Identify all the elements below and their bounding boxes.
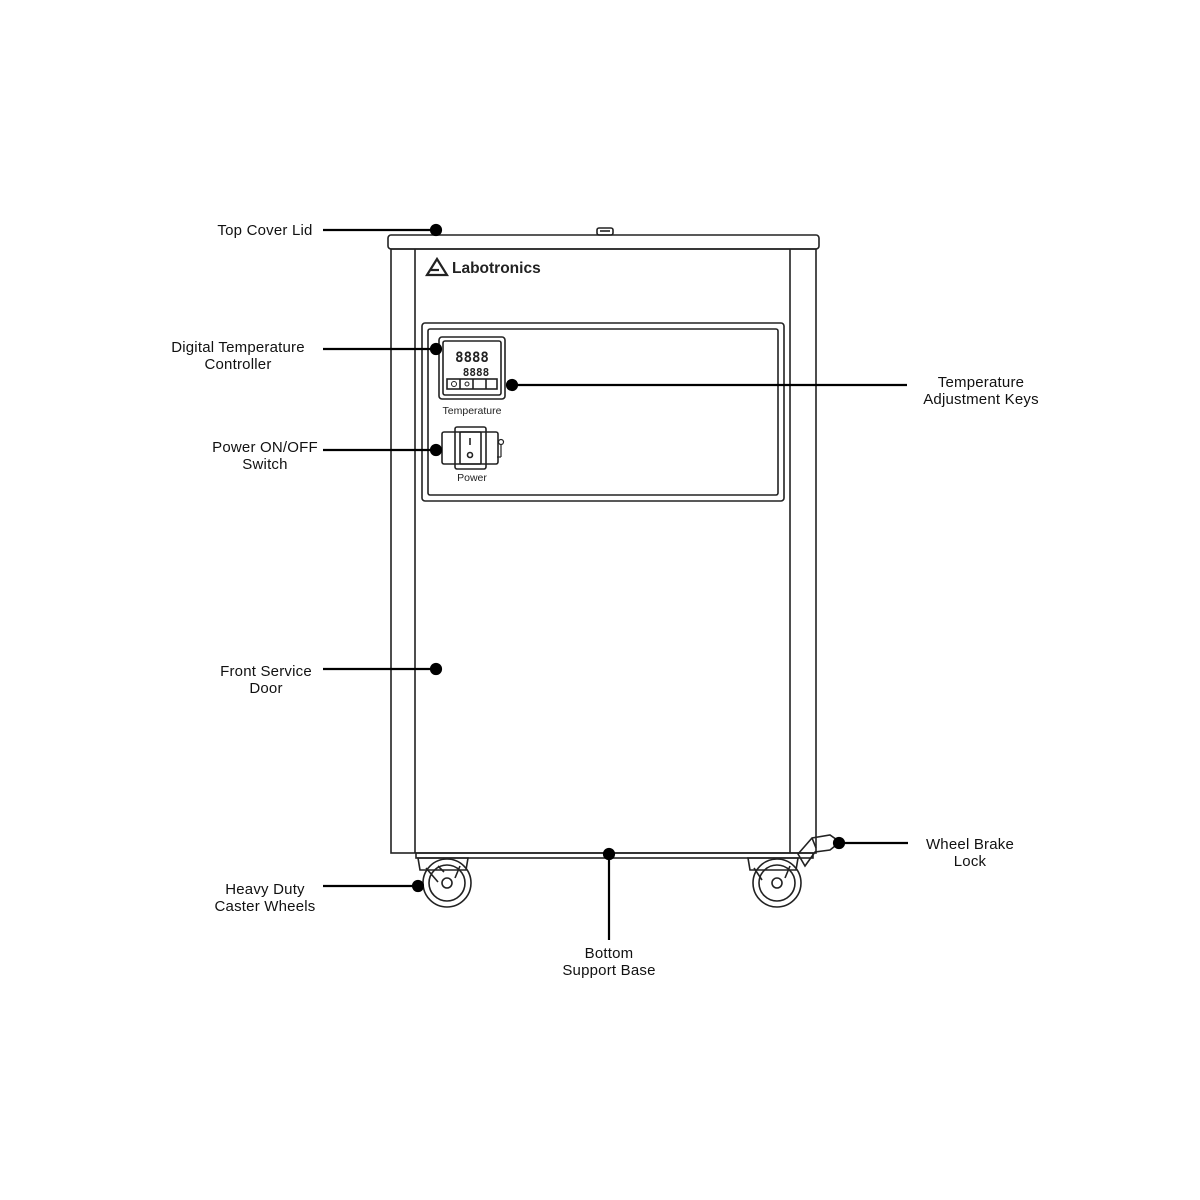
top-cover-lid xyxy=(387,234,820,250)
switch-caption: Power xyxy=(457,472,487,484)
leader-front-service-door xyxy=(323,662,443,676)
triangle-logo-icon xyxy=(425,256,449,277)
label-caster-wheels: Heavy Duty Caster Wheels xyxy=(214,881,316,915)
power-switch-housing xyxy=(441,431,499,465)
right-caster-wheel xyxy=(747,857,802,908)
temperature-controller xyxy=(438,336,506,400)
label-bottom-support-base: Bottom Support Base xyxy=(562,945,656,979)
leader-temperature-adjustment-keys xyxy=(505,378,907,392)
brand-name: Labotronics xyxy=(452,260,541,277)
left-caster-wheel xyxy=(417,857,472,908)
label-wheel-brake-lock: Wheel Brake Lock xyxy=(925,836,1015,870)
controller-caption: Temperature xyxy=(443,405,502,417)
display-bottom-digits: 8888 xyxy=(463,366,490,379)
leader-power-switch xyxy=(323,443,443,457)
label-top-cover-lid: Top Cover Lid xyxy=(217,222,313,239)
label-temperature-adjustment-keys: Temperature Adjustment Keys xyxy=(923,374,1039,408)
wheel-brake-lock xyxy=(797,834,842,868)
leader-caster-wheels xyxy=(323,879,425,893)
label-front-service-door: Front Service Door xyxy=(220,663,312,697)
leader-bottom-support-base xyxy=(602,847,616,940)
display-top-digits: 8888 xyxy=(455,350,489,366)
leader-top-cover-lid xyxy=(323,223,443,237)
power-switch xyxy=(454,426,487,470)
control-panel xyxy=(421,322,785,502)
label-power-switch: Power ON/OFF Switch xyxy=(212,439,318,473)
leader-wheel-brake-lock xyxy=(832,836,908,850)
leader-temperature-controller xyxy=(323,342,443,356)
controller-keypad xyxy=(446,378,498,390)
label-digital-temperature-controller: Digital Temperature Controller xyxy=(171,339,305,373)
lid-knob xyxy=(596,227,614,236)
cabinet-body xyxy=(390,248,817,854)
